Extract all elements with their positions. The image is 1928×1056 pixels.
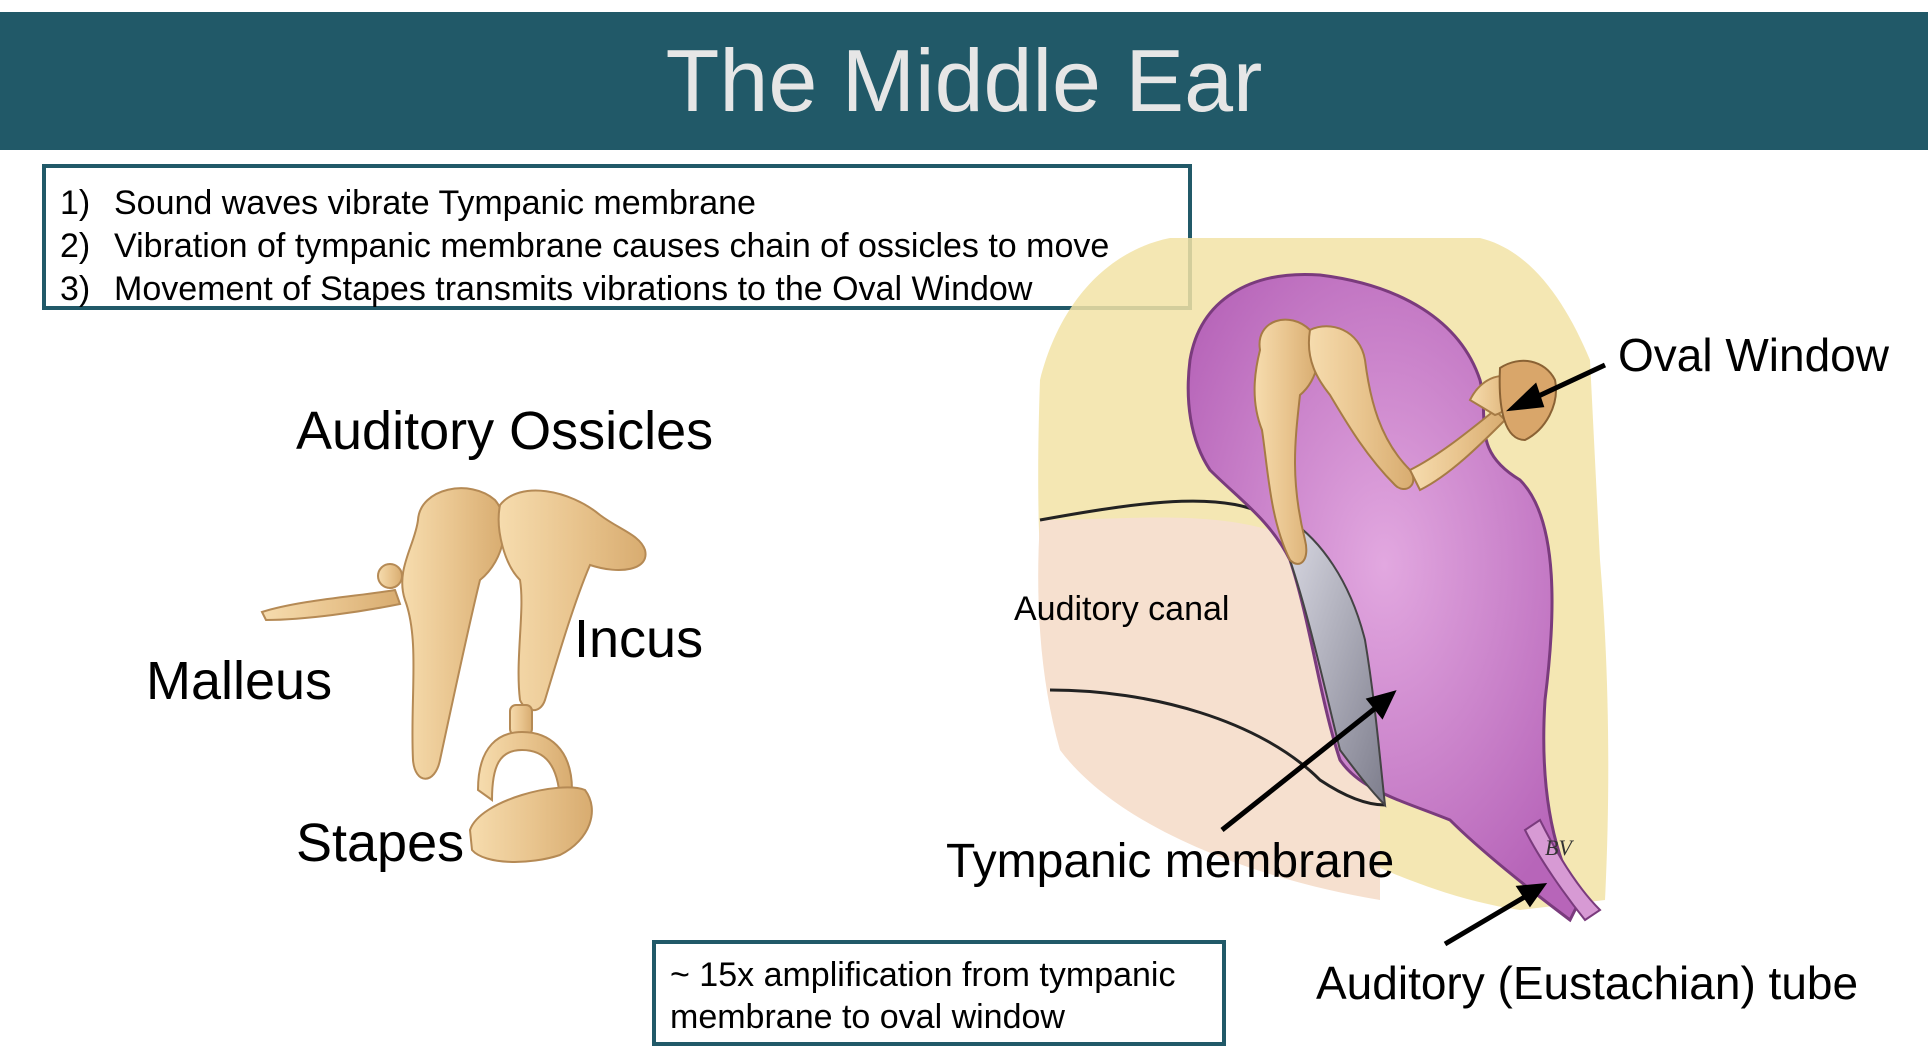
ear-cross-section-illustration: BV — [1038, 238, 1609, 923]
arrowhead-icon — [1365, 690, 1397, 720]
stapes-label: Stapes — [296, 813, 465, 873]
note-line-1: ~ 15x amplification from tympanic — [670, 956, 1176, 994]
ossicles-heading: Auditory Ossicles — [296, 401, 714, 461]
eustachian-tube-arrow — [1443, 892, 1530, 947]
step-text: Sound waves vibrate Tympanic membrane — [114, 184, 756, 222]
step-number: 1) — [60, 184, 91, 222]
step-number: 2) — [60, 227, 91, 265]
tympanic-membrane-label: Tympanic membrane — [946, 835, 1395, 888]
malleus-label: Malleus — [146, 651, 333, 711]
step-1: 1) Sound waves vibrate Tympanic membrane — [60, 182, 1188, 225]
step-2: 2) Vibration of tympanic membrane causes… — [60, 225, 1188, 268]
step-number: 3) — [60, 270, 91, 308]
oval-window-arrow — [1528, 362, 1607, 403]
arrowhead-icon — [1515, 883, 1548, 908]
oval-window-label: Oval Window — [1618, 329, 1889, 381]
note-line-2: membrane to oval window — [670, 998, 1065, 1036]
slide-title: The Middle Ear — [665, 31, 1263, 130]
step-text: Vibration of tympanic membrane causes ch… — [114, 227, 1110, 265]
step-3: 3) Movement of Stapes transmits vibratio… — [60, 268, 1188, 311]
amplification-note: ~ 15x amplification from tympanic membra… — [652, 940, 1226, 1046]
auditory-canal-label: Auditory canal — [1014, 590, 1230, 628]
eustachian-tube-label: Auditory (Eustachian) tube — [1316, 957, 1859, 1009]
incus-label: Incus — [574, 609, 704, 669]
tympanic-membrane-arrow — [1220, 704, 1380, 832]
steps-box: 1) Sound waves vibrate Tympanic membrane… — [42, 164, 1192, 310]
arrowhead-icon — [1505, 382, 1545, 412]
pointer-arrows — [1220, 362, 1607, 947]
title-bar: The Middle Ear — [0, 12, 1928, 150]
ossicles-illustration — [260, 487, 647, 863]
artist-initials: BV — [1545, 835, 1574, 860]
step-text: Movement of Stapes transmits vibrations … — [114, 270, 1033, 308]
